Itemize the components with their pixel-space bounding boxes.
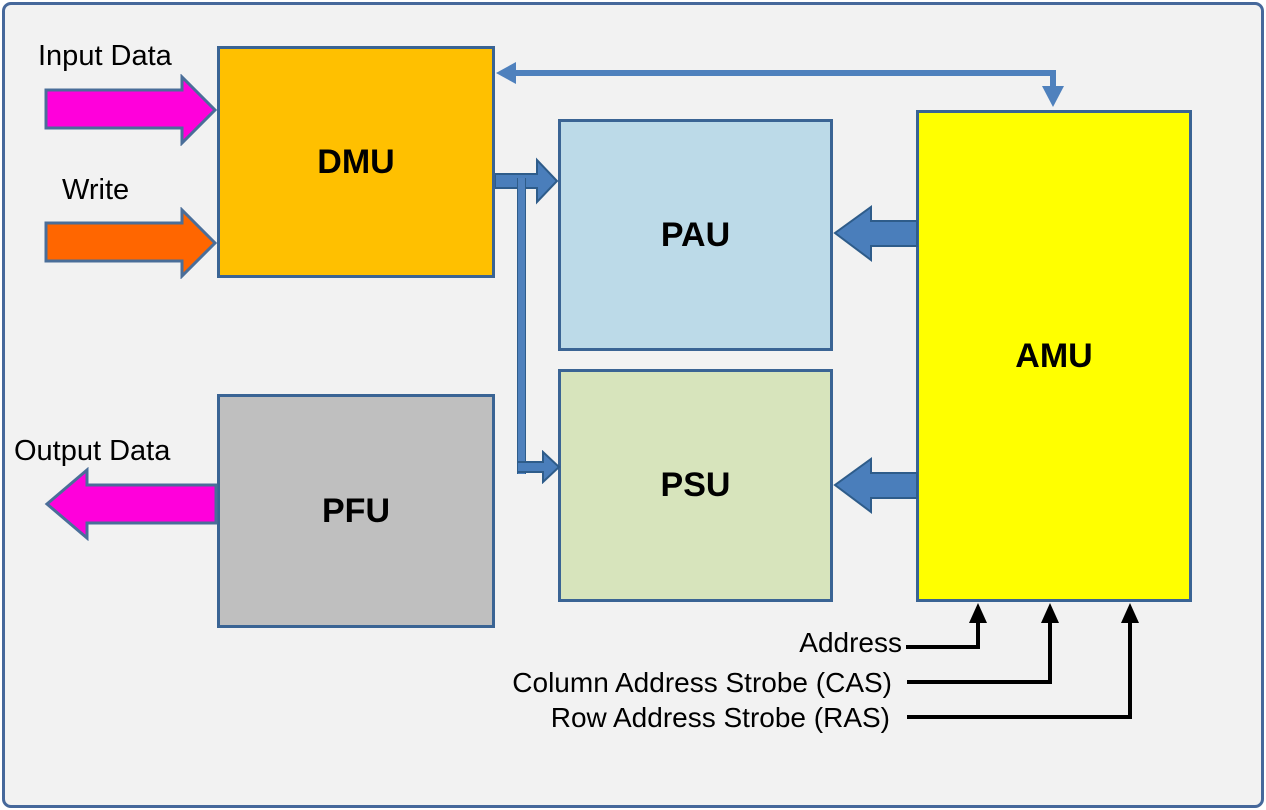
output-data-arrow xyxy=(44,467,218,541)
amu-to-psu-arrow xyxy=(833,457,918,514)
output-data-arrow-shape xyxy=(44,467,218,541)
block-pfu-label: PFU xyxy=(322,491,390,530)
amu-to-pau-arrow xyxy=(833,205,918,262)
ras-arrowhead xyxy=(1121,603,1139,623)
block-pau: PAU xyxy=(558,119,833,351)
dmu-to-pau-arrow xyxy=(495,157,559,205)
amu-signal-arrows xyxy=(906,603,1139,719)
dmu-to-psu-line xyxy=(517,178,526,474)
input-data-arrow-shape xyxy=(44,74,218,146)
address-label: Address xyxy=(799,627,902,658)
cas-line xyxy=(907,622,1052,684)
dmu-to-psu-arrow xyxy=(517,450,561,484)
write-label: Write xyxy=(62,174,130,206)
cas-arrowhead xyxy=(1041,603,1059,623)
block-psu-label: PSU xyxy=(660,466,731,504)
input-data-arrow xyxy=(44,74,218,146)
dmu-amu-feedback-connector xyxy=(496,62,1064,107)
input-data-label: Input Data xyxy=(38,40,172,72)
ras-label: Row Address Strobe (RAS) xyxy=(550,702,890,733)
block-dmu: DMU xyxy=(217,46,495,278)
block-amu-label: AMU xyxy=(1015,336,1093,375)
amu-to-psu-arrow-shape xyxy=(833,457,918,514)
block-pfu: PFU xyxy=(217,394,495,628)
feedback-line xyxy=(514,70,1056,88)
write-arrow xyxy=(44,207,218,279)
write-arrow-shape xyxy=(44,207,218,279)
block-pau-label: PAU xyxy=(660,215,731,254)
cas-label: Column Address Strobe (CAS) xyxy=(512,667,892,698)
ras-line xyxy=(907,622,1132,719)
dmu-to-psu-arrow-shape xyxy=(517,450,561,484)
output-data-label: Output Data xyxy=(14,435,171,467)
address-line xyxy=(906,622,980,649)
dmu-to-pau-arrow-shape xyxy=(495,157,559,205)
address-arrowhead xyxy=(969,603,987,623)
block-amu: AMU xyxy=(916,110,1192,602)
feedback-arrowhead-into-amu xyxy=(1042,86,1064,107)
block-dmu-label: DMU xyxy=(317,142,395,181)
feedback-arrowhead-into-dmu xyxy=(496,62,516,84)
amu-to-pau-arrow-shape xyxy=(833,205,918,262)
block-psu: PSU xyxy=(558,369,833,602)
